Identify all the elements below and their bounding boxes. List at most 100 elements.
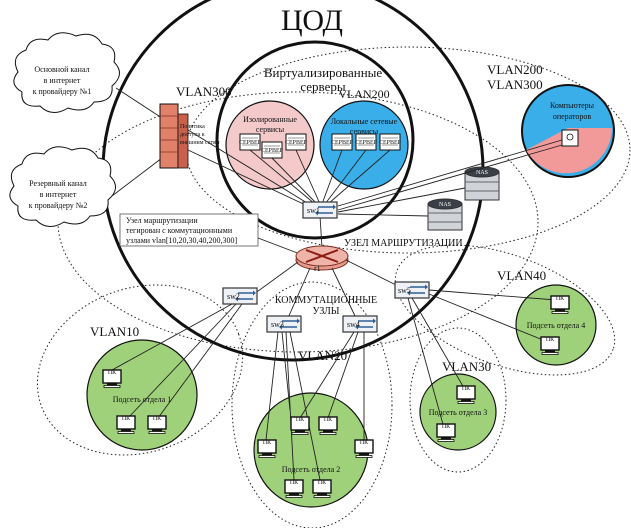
local-services-line2: сервисы xyxy=(350,127,379,136)
vlan10-region xyxy=(36,284,244,456)
isolated-services-line1: Изолированные xyxy=(243,115,297,124)
svg-text:ПК: ПК xyxy=(462,386,471,392)
svg-text:ПК: ПК xyxy=(153,416,162,422)
svg-text:ПК: ПК xyxy=(108,370,117,376)
subnet-4-label: Подсеть отдела 4 xyxy=(527,321,585,330)
svg-text:ПК: ПК xyxy=(360,440,369,446)
svg-text:тегирован с коммутационными: тегирован с коммутационными xyxy=(126,226,233,235)
primary-isp-cloud: Основной канал в интернет к провайдеру №… xyxy=(13,32,120,113)
svg-text:СЕРВЕР: СЕРВЕР xyxy=(239,140,262,146)
switch-sw4: sw4 xyxy=(342,315,378,333)
vlan30-region xyxy=(409,327,507,473)
vlan300-outer-label: VLAN300 xyxy=(487,77,543,92)
vlan40-label: VLAN40 xyxy=(497,268,546,283)
svg-text:ПК: ПК xyxy=(263,440,272,446)
svg-text:СЕРВЕР: СЕРВЕР xyxy=(261,148,284,154)
subnet-2-pc-2: ПК xyxy=(318,416,338,436)
subnet-2-pc-3: ПК xyxy=(257,439,277,459)
svg-text:NAS: NAS xyxy=(476,170,488,176)
subnet-1-circle xyxy=(86,339,198,451)
local-services-line1: Локальные сетевые xyxy=(331,117,398,126)
svg-text:ПК: ПК xyxy=(546,337,555,343)
sw1-links xyxy=(187,129,563,249)
svg-text:Узел маршрутизации: Узел маршрутизации xyxy=(126,216,198,225)
virtual-servers-circle xyxy=(215,40,415,240)
subnet-2-pc-6: ПК xyxy=(312,479,332,499)
svg-text:к провайдеру №2: к провайдеру №2 xyxy=(29,201,88,210)
datacenter-title: ЦОД xyxy=(281,4,343,37)
vlan10-label: VLAN10 xyxy=(90,324,139,339)
svg-text:ПК: ПК xyxy=(442,424,451,430)
svg-text:внешним сетям: внешним сетям xyxy=(180,140,220,146)
vlan20-label: VLAN20 xyxy=(298,348,347,363)
backup-isp-cloud: Резервный канал в интернет к провайдеру … xyxy=(9,146,116,227)
svg-text:ПК: ПК xyxy=(122,416,131,422)
svg-text:СЕРВЕР: СЕРВЕР xyxy=(379,140,402,146)
svg-text:ПК: ПК xyxy=(290,480,299,486)
svg-text:операторов: операторов xyxy=(553,112,592,121)
local-server-1: СЕРВЕР xyxy=(331,133,354,151)
svg-text:NAS: NAS xyxy=(439,202,451,208)
svg-text:узлами vlan[10,20,30,40,200,30: узлами vlan[10,20,30,40,200,300] xyxy=(126,236,237,245)
svg-text:ПК: ПК xyxy=(296,417,305,423)
isolated-server-3: СЕРВЕР xyxy=(285,133,308,151)
svg-text:sw4: sw4 xyxy=(347,320,360,329)
virtual-servers-title-line1: Виртуализированные xyxy=(264,65,383,80)
switch-sw3: sw3 xyxy=(266,315,302,333)
subnet-4-pc-1: ПК xyxy=(550,295,570,315)
svg-text:sw2: sw2 xyxy=(227,292,240,301)
firewall: Политика доступа к внешним сетям xyxy=(159,103,220,169)
nas-storage-1: NAS xyxy=(464,166,500,201)
vlan200-inner-label: VLAN200 xyxy=(338,87,389,101)
svg-text:ПК: ПК xyxy=(556,296,565,302)
subnet-2-pc-5: ПК xyxy=(284,479,304,499)
svg-text:Основной канал: Основной канал xyxy=(34,65,89,74)
svg-text:sw5: sw5 xyxy=(398,286,411,295)
vlan40-region xyxy=(394,244,616,376)
subnet-2-label: Подсеть отдела 2 xyxy=(282,465,340,474)
switching-nodes-line2: УЗЛЫ xyxy=(312,306,339,317)
subnet-4-pc-2: ПК xyxy=(540,336,560,356)
svg-text:Политика: Политика xyxy=(180,124,205,130)
switch-sw1: sw1 xyxy=(302,201,338,219)
subnet-2-pc-4: ПК xyxy=(354,439,374,459)
subnet-1-label: Подсеть отдела 1 xyxy=(113,395,171,404)
vlan20-region xyxy=(231,281,393,528)
svg-text:Резервный канал: Резервный канал xyxy=(29,179,87,188)
svg-text:ПК: ПК xyxy=(318,480,327,486)
vlan30-label: VLAN30 xyxy=(442,359,491,374)
operators-computers: Компьютеры операторов xyxy=(521,84,615,178)
local-server-3: СЕРВЕР xyxy=(379,133,402,151)
svg-text:ПК: ПК xyxy=(324,417,333,423)
svg-text:СЕРВЕР: СЕРВЕР xyxy=(355,140,378,146)
subnet-2-pc-1: ПК xyxy=(290,416,310,436)
routing-note: Узел маршрутизации тегирован с коммутаци… xyxy=(119,213,259,247)
subnet-1-pc-2: ПК xyxy=(116,415,136,435)
isolated-services-line2: сервисы xyxy=(256,125,285,134)
switching-nodes-line1: КОММУТАЦИОННЫЕ xyxy=(275,295,377,306)
subnet-4-circle xyxy=(515,284,597,366)
vlan200-300-region xyxy=(185,46,631,254)
vlan300-region xyxy=(57,91,539,353)
svg-text:доступа к: доступа к xyxy=(180,132,205,138)
svg-text:sw1: sw1 xyxy=(307,206,320,215)
isolated-server-1: СЕРВЕР xyxy=(239,133,262,151)
subnet-3-pc-1: ПК xyxy=(456,385,476,405)
router-r1: r1 xyxy=(295,245,349,273)
subnet-3-pc-2: ПК xyxy=(436,423,456,443)
switch-sw5: sw5 xyxy=(394,281,430,299)
svg-text:sw3: sw3 xyxy=(271,320,284,329)
svg-text:в интернет: в интернет xyxy=(40,190,77,199)
switch-sw2: sw2 xyxy=(222,287,258,305)
nas-storage-2: NAS xyxy=(427,198,463,231)
svg-text:Компьютеры: Компьютеры xyxy=(550,101,595,110)
vlan300-label: VLAN300 xyxy=(176,84,232,99)
local-server-2: СЕРВЕР xyxy=(355,133,378,151)
svg-text:к провайдеру №1: к провайдеру №1 xyxy=(33,87,92,96)
vlan200-label: VLAN200 xyxy=(487,62,543,77)
subnet-3-label: Подсеть отдела 3 xyxy=(429,408,487,417)
svg-text:СЕРВЕР: СЕРВЕР xyxy=(285,140,308,146)
svg-text:в интернет: в интернет xyxy=(44,76,81,85)
subnet-1-pc-1: ПК xyxy=(102,369,122,389)
